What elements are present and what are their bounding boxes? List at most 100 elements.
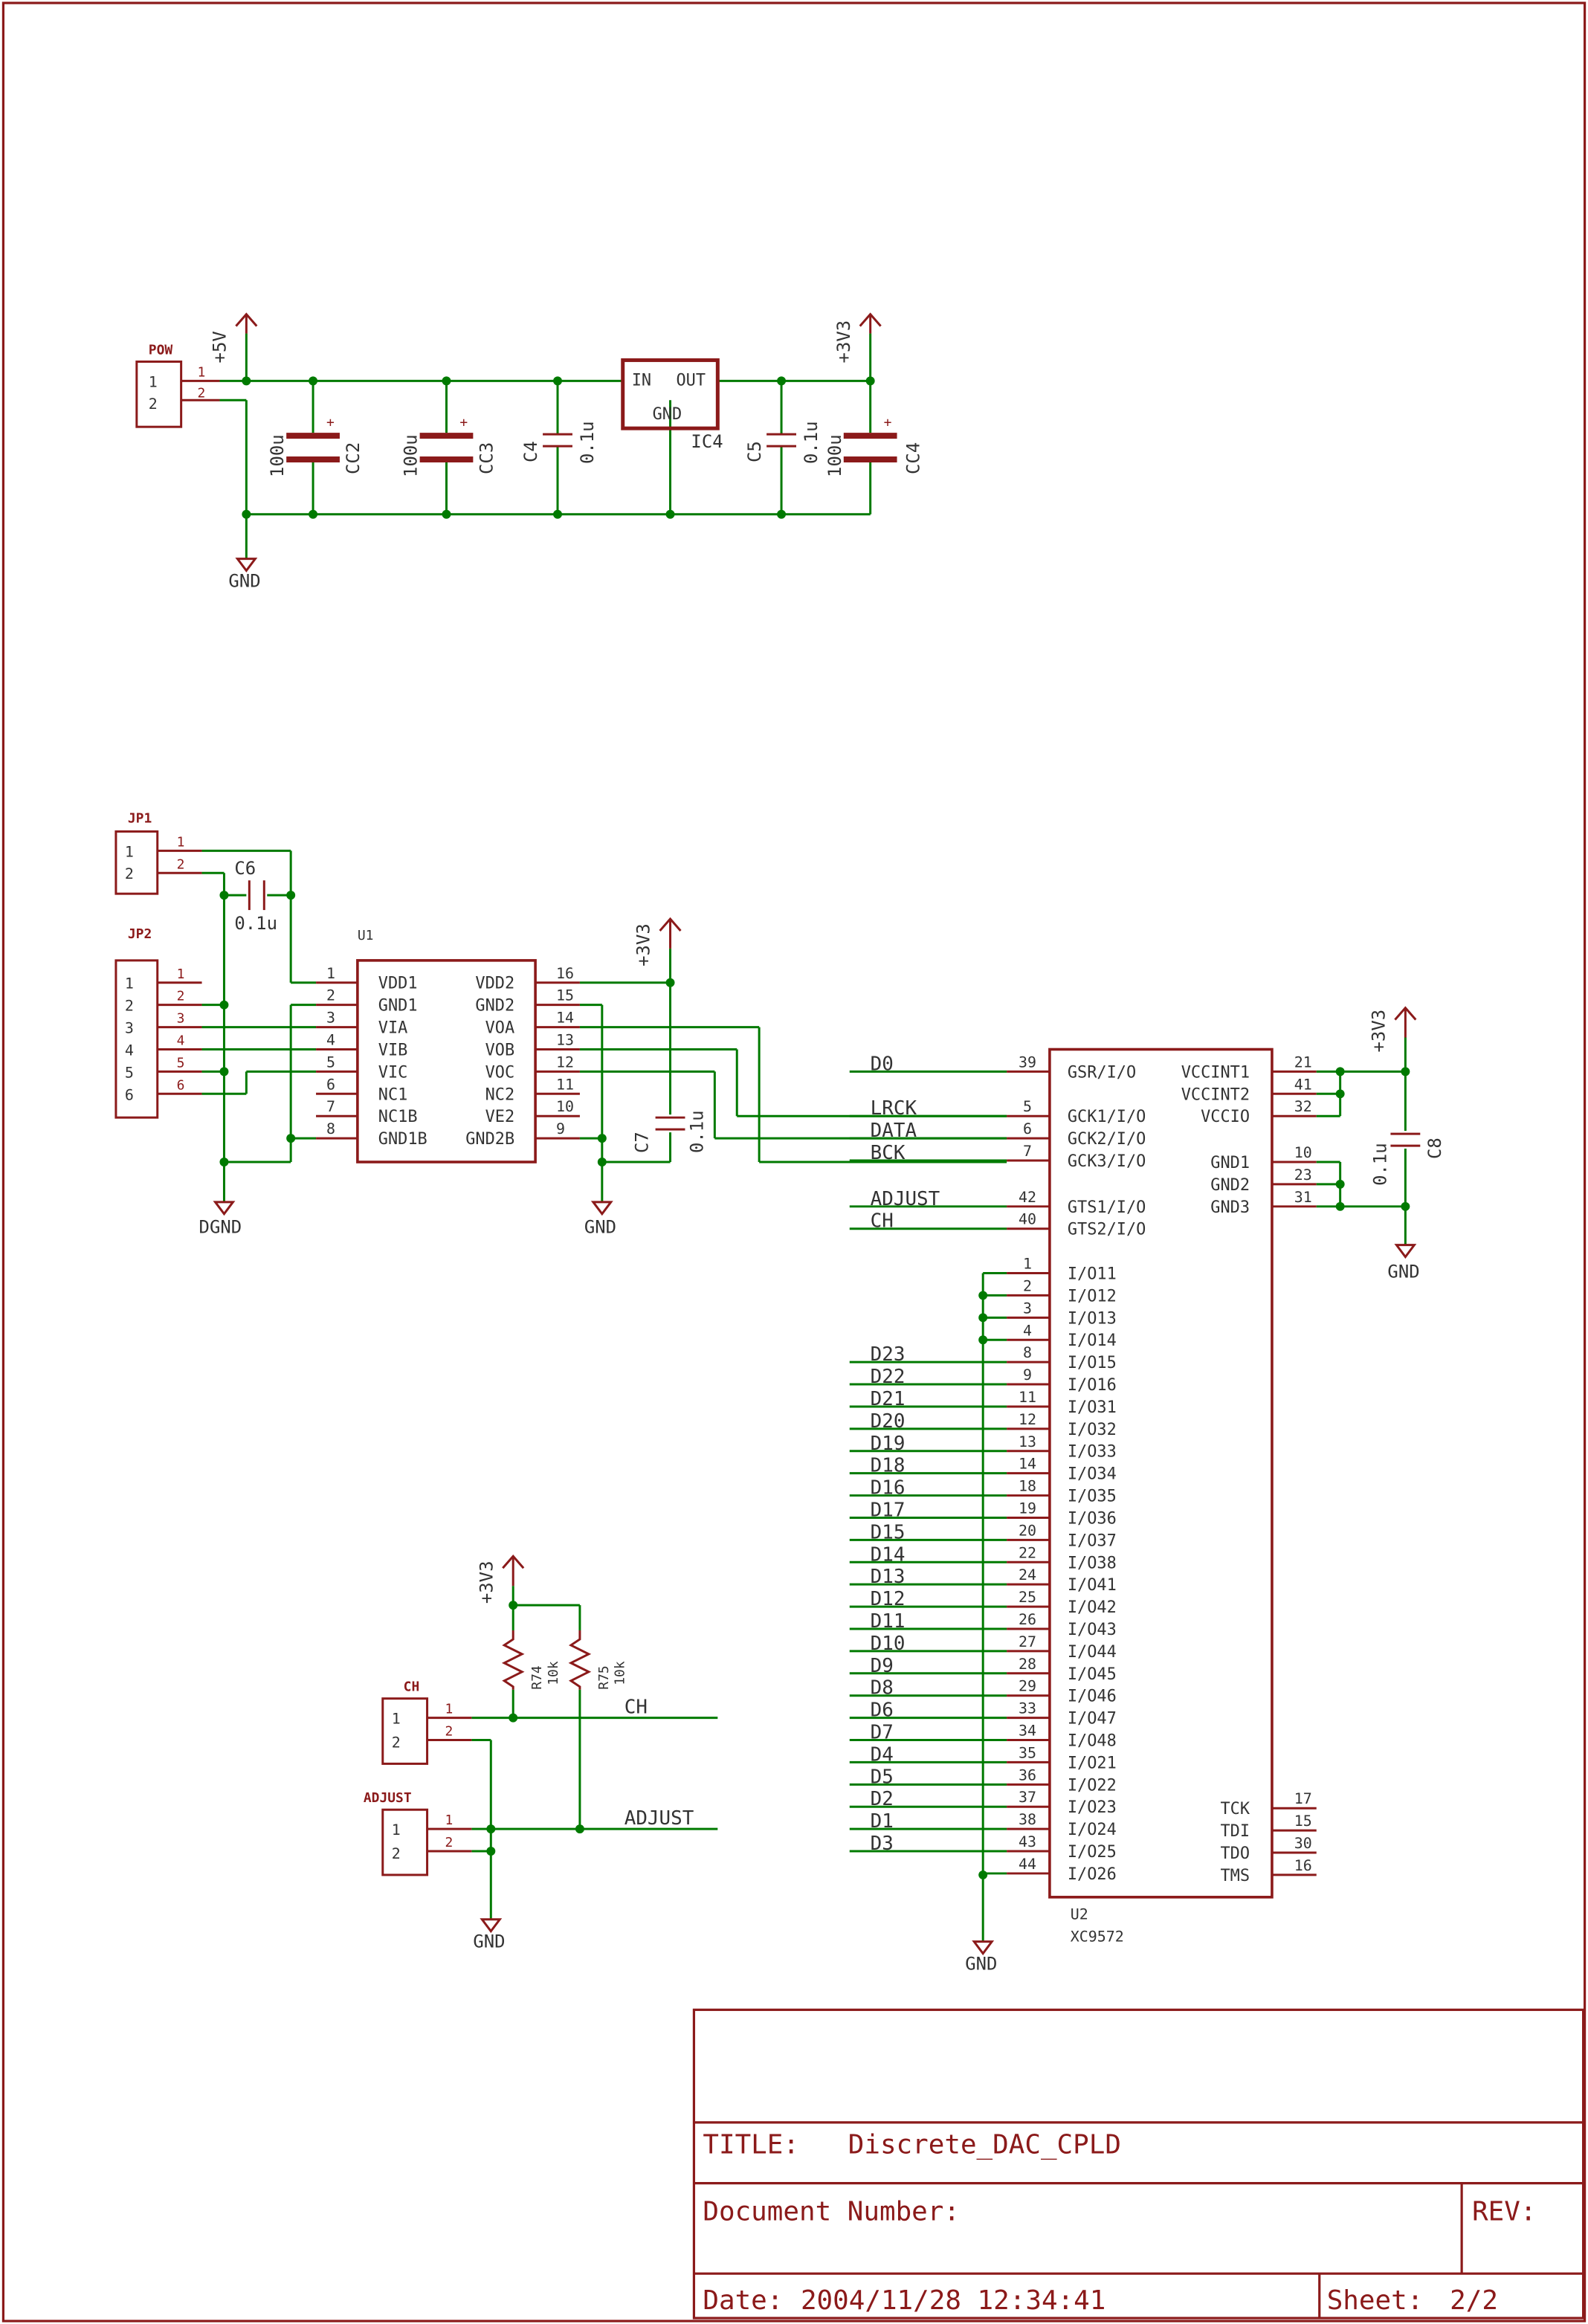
u1-pin-name: VOB [485,1041,515,1059]
u2-net-label: D6 [871,1700,894,1722]
u2-net-label: D14 [871,1543,906,1566]
u2-pin-number: 42 [1019,1189,1036,1206]
switch-junctions [486,1601,584,1856]
u1-pin-number: 15 [556,987,574,1004]
u2-pin-name: TMS [1220,1867,1250,1885]
u2-pin-name: GND1 [1210,1154,1250,1172]
r74-name: R74 [529,1665,545,1689]
cap-c5: C5 0.1u [744,421,822,464]
adjust-pin-num-1: 1 [445,1813,454,1828]
cap-cc4-name: CC4 [903,442,923,474]
u2-supply-symbol [1394,1006,1417,1038]
ch-connector: CH 1 2 1 2 [381,1679,472,1765]
u2-net-label: D7 [871,1722,894,1744]
cap-cc4: + 100u CC4 [824,415,924,477]
adjust-pin-num-2: 2 [445,1835,454,1850]
resistor-r75: R75 10k [568,1630,628,1690]
u2-net-label: D18 [871,1455,906,1477]
cap-c6-name: C6 [234,858,256,879]
adjust-pin-1: 1 [392,1821,401,1839]
jp2-pin-number: 1 [177,966,185,982]
title-block [692,2008,1585,2320]
switch-gnd-label: GND [473,1931,505,1952]
switch-gnd-symbol [480,1918,503,1934]
u2-net-label: ADJUST [871,1188,940,1210]
u2-pin-name: I/O32 [1068,1421,1117,1439]
pow-pin-1: 1 [149,373,158,390]
u1-pin-name: GND1 [378,997,418,1016]
cap-c7-name: C7 [632,1132,653,1153]
u1-output-junctions [597,978,675,1166]
u2-pin-name: GND2 [1210,1176,1250,1195]
cap-c5-value: 0.1u [801,421,822,464]
u2-pin-name: I/O44 [1068,1643,1117,1662]
u2-pin-name: I/O48 [1068,1731,1117,1750]
u1-pin-number: 4 [326,1032,335,1049]
u2-pin-name: I/O12 [1068,1287,1117,1305]
cap-c5-name: C5 [744,441,765,462]
u1-pin-number: 1 [326,965,335,982]
u2-net-label: BCK [871,1142,906,1164]
u2-pin-name: I/O33 [1068,1443,1117,1462]
u1-pin-name: VIC [378,1063,408,1082]
u2-net-label: D5 [871,1766,894,1788]
u2-net-label: D17 [871,1499,906,1521]
u2-pin-name: I/O11 [1068,1265,1117,1283]
switch-supply-label: +3V3 [476,1561,497,1604]
jp2-pin-label: 4 [125,1042,134,1059]
u2-net-label: D19 [871,1433,906,1455]
u1-right-pins: 16VDD215GND214VOA13VOB12VOC11NC210VE29GN… [465,965,580,1149]
u1-pin-number: 3 [326,1010,335,1027]
u2-pin-number: 8 [1023,1344,1032,1361]
u1-pin-number: 6 [326,1076,335,1093]
supply-3v3-label: +3V3 [833,320,854,364]
u2-pin-number: 2 [1023,1277,1032,1294]
u2-net-label: D2 [871,1788,894,1810]
u2-gnd-bottom-symbol [972,1940,995,1956]
u2-net-label: D21 [871,1388,906,1410]
u2-pin-number: 28 [1019,1656,1036,1673]
u2-net-label: LRCK [871,1097,917,1120]
u2-net-label: CH [871,1210,894,1233]
jp2-pin-number: 6 [177,1077,185,1093]
u2-pin-number: 35 [1019,1744,1036,1761]
u2-pin-number: 32 [1294,1098,1312,1115]
u2-pin-number: 4 [1023,1322,1032,1339]
u2-pin-name: I/O41 [1068,1576,1117,1595]
adjust-connector-label: ADJUST [364,1790,412,1806]
supply-5v-label: +5V [209,331,230,363]
u2-supply-label: +3V3 [1368,1010,1389,1053]
u1-pin-name: VIB [378,1041,408,1059]
cap-c7: C7 0.1u [632,1110,708,1153]
cap-c8-value: 0.1u [1369,1143,1390,1186]
svg-text:+: + [884,415,892,430]
u2-net-label: DATA [871,1120,917,1142]
u1-pin-number: 13 [556,1032,574,1049]
resistor-r74: R74 10k [501,1630,561,1690]
u2-pin-name: I/O36 [1068,1509,1117,1528]
u2-pin-number: 36 [1019,1766,1036,1784]
switch-wires [471,1586,718,1920]
jp2-label: JP2 [128,926,152,942]
u2-pin-name: TDO [1220,1844,1250,1863]
u2-pin-number: 7 [1023,1143,1032,1160]
u1-pin-number: 12 [556,1053,574,1071]
u1-name: U1 [358,928,374,943]
u2-pin-number: 14 [1019,1456,1036,1473]
u1-pin-name: GND2B [465,1130,514,1149]
u2-pin-number: 30 [1294,1835,1312,1852]
jp1-pin-num-2: 2 [177,856,185,872]
u2-net-label: D13 [871,1566,906,1588]
u2-pin-name: I/O16 [1068,1376,1117,1395]
u2-pin-number: 20 [1019,1522,1036,1539]
u2-pin-number: 17 [1294,1790,1312,1807]
u2-pin-name: GSR/I/O [1068,1063,1136,1082]
u2-net-label: D9 [871,1655,894,1677]
u1-pin-number: 2 [326,987,335,1004]
jp1-pin-1: 1 [125,843,134,860]
u2-net-label: D1 [871,1810,894,1833]
